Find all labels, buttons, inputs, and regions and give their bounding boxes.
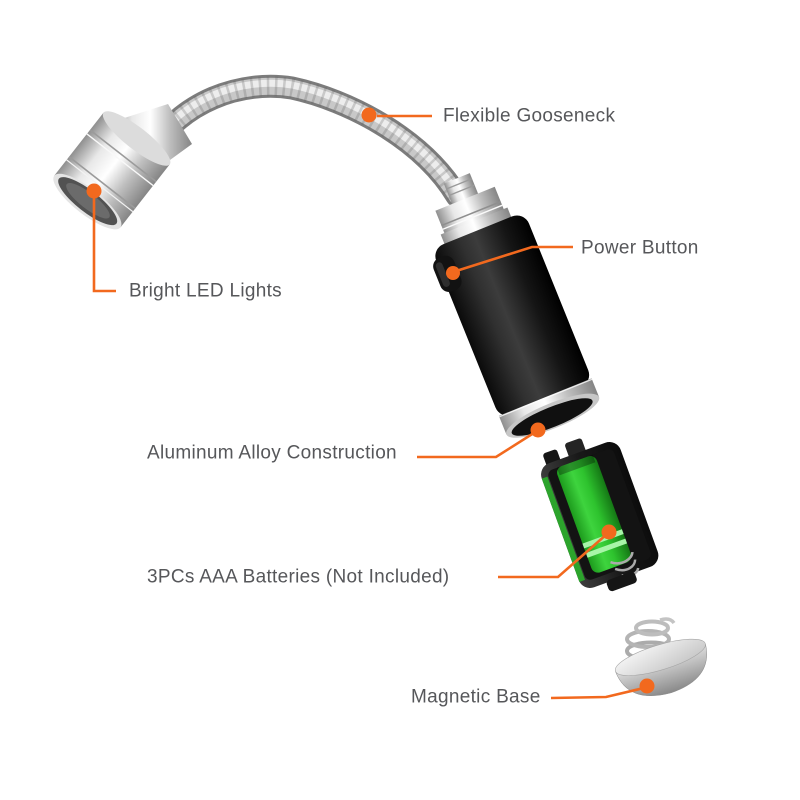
callout-line-led — [92, 198, 116, 293]
battery-stripe — [585, 538, 628, 558]
callout-label-aaa-batteries: 3PCs AAA Batteries (Not Included) — [147, 566, 450, 588]
magnetic-base — [614, 638, 707, 696]
callout-dot-power-button — [446, 266, 460, 280]
callout-dot-aluminum — [530, 422, 546, 438]
callout-label-bright-led-lights: Bright LED Lights — [129, 280, 282, 302]
gooseneck — [136, 74, 469, 208]
callout-line-aluminum — [417, 429, 538, 459]
callout-dot-gooseneck — [361, 107, 377, 123]
callout-line-base — [550, 686, 645, 700]
callout-label-flexible-gooseneck: Flexible Gooseneck — [443, 105, 616, 127]
callout-line-batteries — [498, 533, 608, 579]
callout-label-aluminum-alloy: Aluminum Alloy Construction — [147, 442, 397, 464]
holder-green-edge — [541, 476, 586, 582]
gooseneck-ribs — [139, 76, 466, 202]
flashlight-body — [435, 173, 600, 438]
battery-holder — [541, 438, 659, 592]
callout-dot-base — [639, 678, 655, 694]
callout-lines — [92, 114, 645, 700]
callout-line-power-button — [452, 245, 573, 274]
aluminum-collar — [435, 186, 505, 235]
callout-label-magnetic-base: Magnetic Base — [411, 686, 541, 708]
callout-dots — [86, 107, 655, 694]
callout-dot-led — [86, 183, 102, 199]
led-head — [53, 111, 171, 230]
callout-dot-batteries — [601, 524, 617, 540]
callout-label-power-button: Power Button — [581, 237, 699, 259]
